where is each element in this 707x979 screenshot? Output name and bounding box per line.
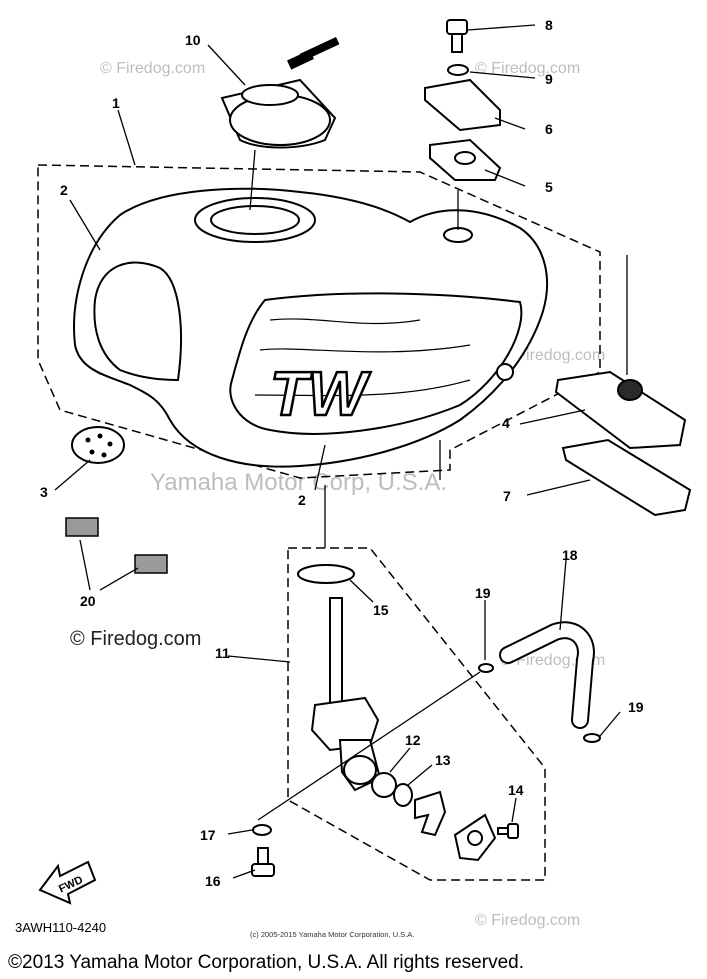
fuel-cap [220, 37, 340, 149]
part-code: 3AWH110-4240 [15, 920, 106, 935]
clip-19a [478, 663, 494, 673]
callout-12: 12 [405, 732, 421, 748]
tank-graphic [229, 292, 523, 435]
clip-19b [583, 733, 601, 743]
damper [71, 426, 125, 464]
cover-plate-hole [467, 830, 483, 846]
label-20b [134, 554, 168, 574]
washer-9 [447, 64, 469, 76]
tank-graphic-stripes [254, 318, 471, 397]
plate-4 [554, 370, 687, 450]
watermark: © Firedog.com [100, 60, 205, 77]
tank-mount-hole [496, 363, 514, 381]
tank-logo: TW [270, 360, 371, 429]
callout-7: 7 [503, 488, 511, 504]
callout-20: 20 [80, 593, 96, 609]
callout-19: 19 [628, 699, 644, 715]
callout-4: 4 [502, 415, 510, 431]
lever [414, 790, 447, 837]
tank-assembly-outline [37, 164, 601, 479]
callout-14: 14 [508, 782, 524, 798]
small-copyright: (c) 2005-2015 Yamaha Motor Corporation, … [250, 930, 414, 939]
callout-9: 9 [545, 71, 553, 87]
callout-5: 5 [545, 179, 553, 195]
fuel-cock [310, 597, 382, 792]
callout-17: 17 [200, 827, 216, 843]
watermark: © Firedog.com [500, 347, 605, 364]
bracket-5-hole [454, 151, 476, 165]
leader-lines [54, 24, 628, 879]
callout-2: 2 [298, 492, 306, 508]
watermark: © Firedog.com [475, 912, 580, 929]
label-20a [65, 517, 99, 537]
washer-17 [252, 824, 272, 836]
callout-18: 18 [562, 547, 578, 563]
bracket-6 [424, 78, 501, 132]
callout-19: 19 [475, 585, 491, 601]
callout-2: 2 [60, 182, 68, 198]
drain-screw-16 [251, 847, 275, 877]
copyright: ©2013 Yamaha Motor Corporation, U.S.A. A… [8, 952, 524, 973]
seal-12 [371, 772, 397, 798]
plate-7 [561, 438, 692, 517]
callout-15: 15 [373, 602, 389, 618]
bolt-8 [446, 19, 468, 53]
callout-3: 3 [40, 484, 48, 500]
plate-4-boss [617, 379, 643, 401]
screw-14 [497, 823, 519, 839]
tank-rear-bushing [443, 227, 473, 243]
callout-10: 10 [185, 32, 201, 48]
gasket-15 [297, 564, 355, 584]
callout-1: 1 [112, 95, 120, 111]
callout-11: 11 [215, 645, 230, 661]
callout-13: 13 [435, 752, 451, 768]
filler-neck-inner [210, 205, 300, 235]
callout-6: 6 [545, 121, 553, 137]
watermark-left: © Firedog.com [70, 628, 201, 650]
callout-8: 8 [545, 17, 553, 33]
tank-side-recess [93, 261, 182, 382]
fwd-arrow: FWD [38, 860, 97, 905]
o-ring-13 [393, 783, 413, 807]
callout-16: 16 [205, 873, 221, 889]
watermark: © Firedog.com [475, 60, 580, 77]
